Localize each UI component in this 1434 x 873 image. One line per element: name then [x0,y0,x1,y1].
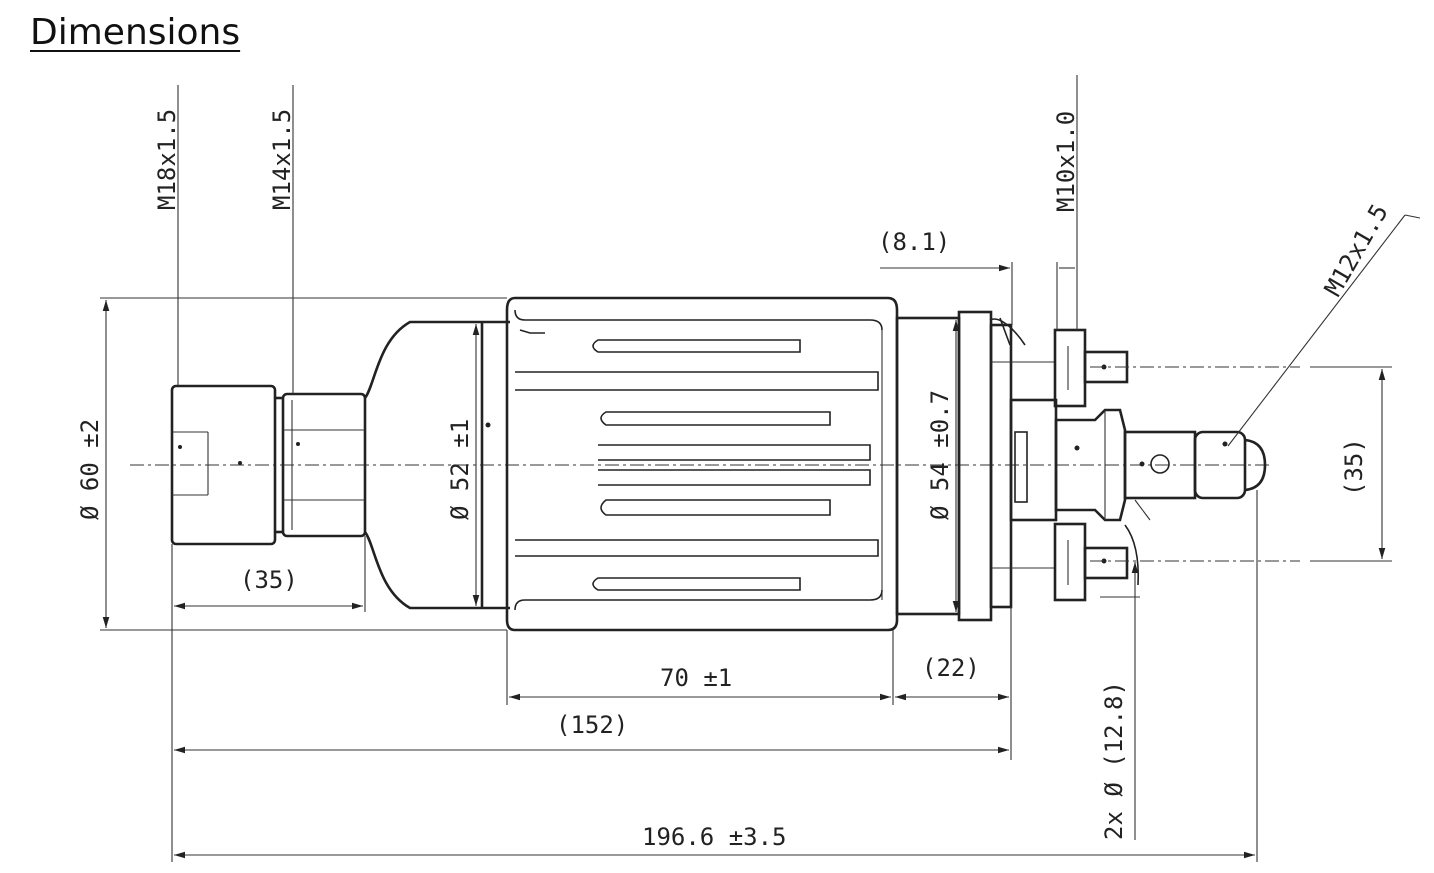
label-dia-54: Ø 54 ±0.7 [926,390,954,520]
label-total: 196.6 ±3.5 [642,823,787,851]
label-35-left: (35) [240,566,298,594]
label-22: (22) [922,654,980,682]
label-12-8: 2x Ø (12.8) [1100,681,1128,840]
page-title: Dimensions [30,12,241,53]
label-152: (152) [556,711,628,739]
label-m14: M14x1.5 [268,109,296,210]
label-m18: M18x1.5 [153,109,181,210]
label-35-right: (35) [1340,438,1368,496]
label-m10: M10x1.0 [1052,111,1080,212]
dimension-lines [102,264,1386,859]
label-dia-60: Ø 60 ±2 [76,419,104,520]
label-dia-52: Ø 52 ±1 [446,419,474,520]
label-8-1: (8.1) [878,228,950,256]
label-70: 70 ±1 [660,664,732,692]
extension-lines [100,75,1421,862]
label-m12: M12x1.5 [1319,199,1394,301]
dimension-labels: M18x1.5 M14x1.5 M10x1.0 M12x1.5 Ø 60 ±2 … [76,109,1394,851]
pump-outline [170,296,1267,632]
